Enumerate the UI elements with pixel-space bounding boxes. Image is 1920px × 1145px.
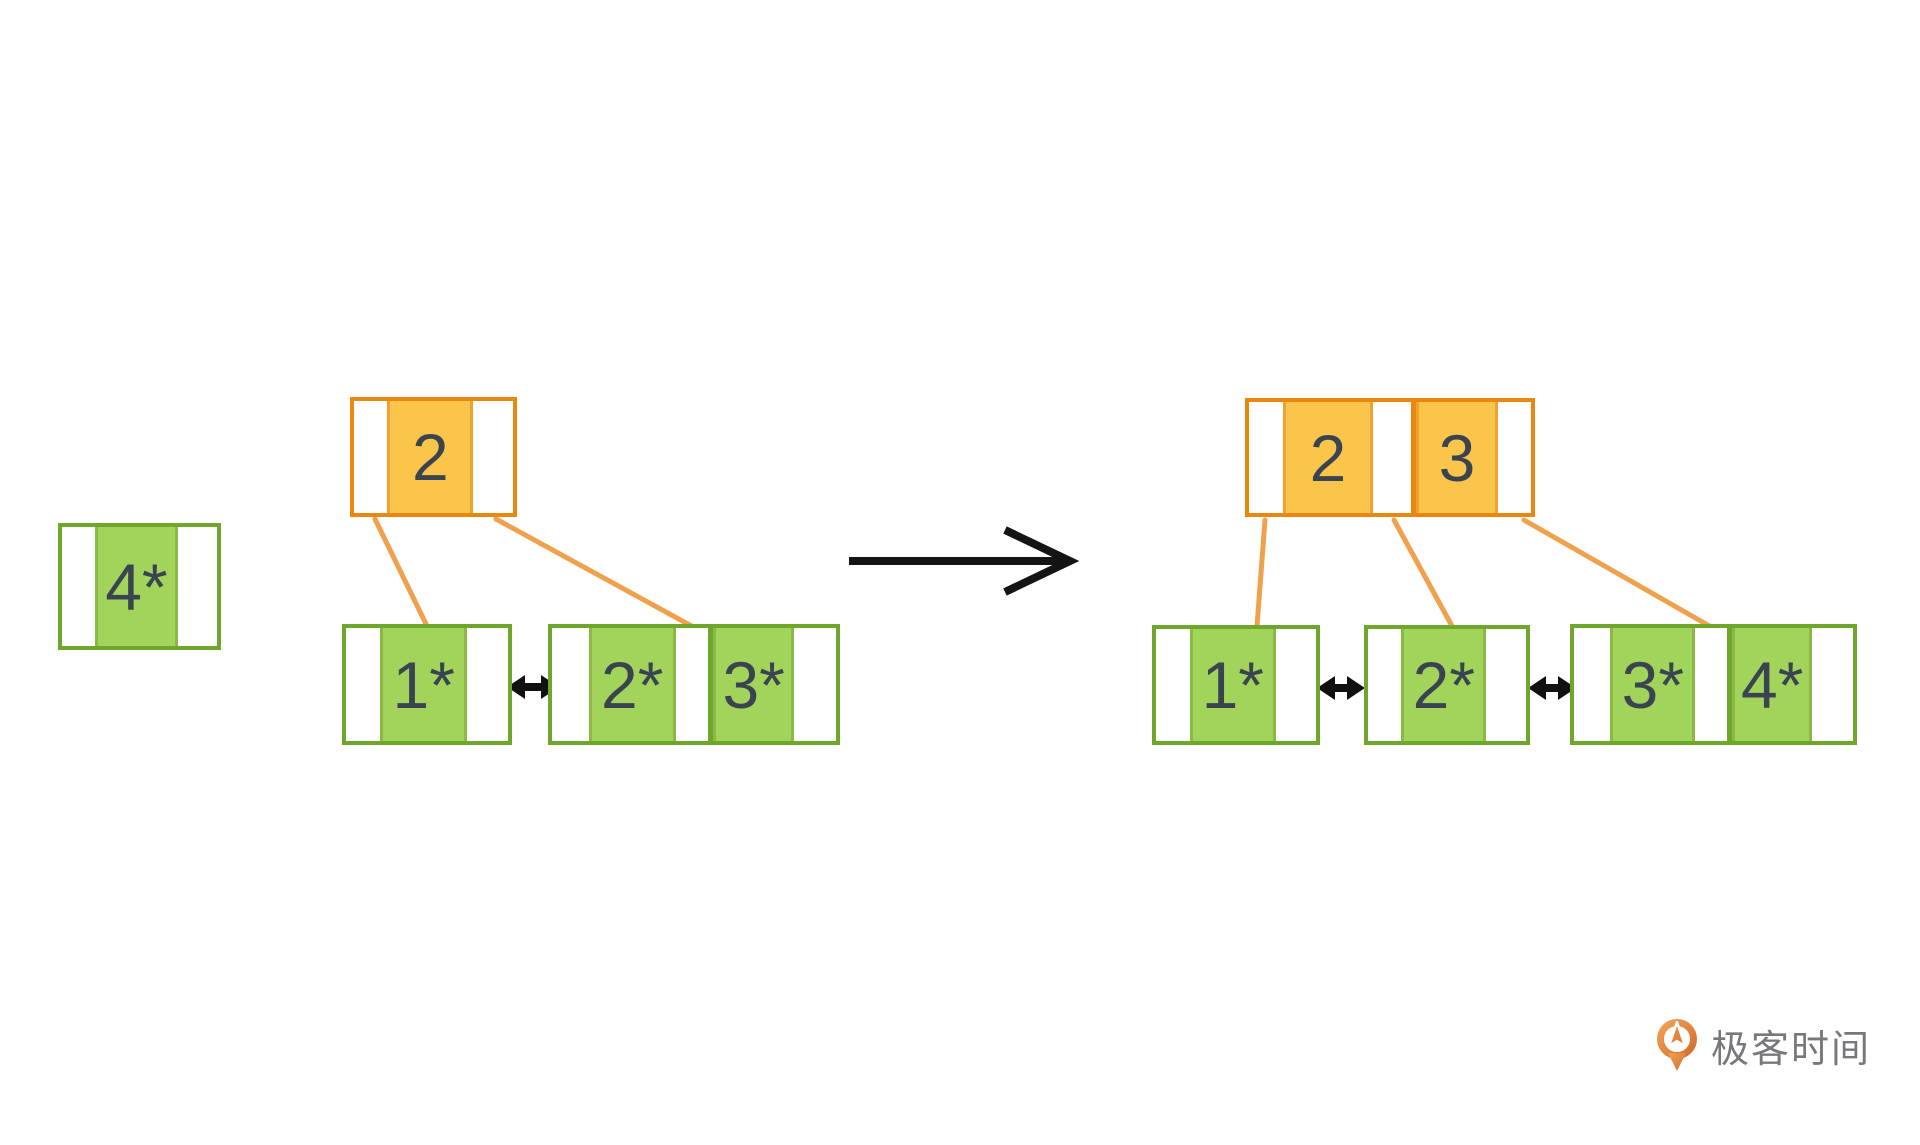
node-empty-slot [1695, 628, 1728, 741]
geektime-logo: 极客时间 [1652, 1014, 1871, 1076]
leaf-key-cell: 3* [1610, 628, 1696, 741]
node-divider [1727, 628, 1733, 741]
node-empty-slot [1249, 402, 1283, 513]
leaf-key-cell: 1* [1189, 629, 1276, 741]
after-leaf-link-arrow-2-icon [1528, 676, 1576, 700]
node-empty-slot [1497, 402, 1531, 513]
node-empty-slot [467, 628, 508, 741]
leaf-key-label: 3* [722, 647, 785, 722]
after-root-to-leaf2-connector [1391, 517, 1455, 629]
after-leaf-node-2: 2* [1364, 625, 1530, 745]
transition-arrow-icon [849, 526, 1080, 596]
leaf-key-label: 4* [1740, 647, 1804, 722]
node-empty-slot [62, 527, 95, 646]
leaf-key-cell: 4* [1732, 628, 1812, 741]
leaf-key-label: 2* [1412, 648, 1476, 722]
geektime-logo-text: 极客时间 [1711, 1028, 1872, 1071]
node-empty-slot [794, 628, 836, 741]
before-root-node: 2 [350, 397, 517, 517]
node-divider [1411, 402, 1417, 513]
node-empty-slot [552, 628, 589, 741]
node-empty-slot [354, 401, 388, 513]
node-empty-slot [178, 527, 217, 646]
node-empty-slot [1574, 628, 1611, 741]
leaf-key-cell: 2* [588, 628, 676, 741]
node-empty-slot [1368, 629, 1402, 741]
node-empty-slot [1811, 628, 1853, 741]
root-key-label: 3 [1438, 420, 1476, 495]
node-empty-slot [1486, 629, 1526, 741]
node-empty-slot [1373, 402, 1412, 513]
standalone-leaf-node: 4* [58, 523, 221, 650]
after-root-to-leafpair-connector [1521, 517, 1716, 631]
leaf-key-label: 2* [601, 647, 664, 722]
leaf-key-cell: 1* [380, 628, 468, 741]
leaf-key-cell: 2* [1401, 629, 1487, 741]
node-empty-slot [473, 401, 513, 513]
geektime-logo-icon [1657, 1019, 1697, 1071]
leaf-key-cell: 3* [713, 628, 795, 741]
before-root-to-leaf1-connector [372, 516, 430, 629]
before-root-to-leafpair-connector [493, 516, 700, 632]
root-key-cell: 2 [1282, 402, 1374, 513]
after-leaf-pair-node: 3* 4* [1570, 624, 1857, 745]
node-empty-slot [346, 628, 381, 741]
before-leaf-pair-node: 2* 3* [548, 624, 840, 745]
after-leaf-link-arrow-1-icon [1317, 676, 1365, 700]
node-empty-slot [1156, 629, 1190, 741]
node-empty-slot [1275, 629, 1316, 741]
root-key-cell: 3 [1416, 402, 1498, 513]
root-key-cell: 2 [387, 401, 474, 513]
root-key-label: 2 [1309, 420, 1347, 495]
after-root-node: 2 3 [1245, 398, 1535, 517]
leaf-key-label: 3* [1621, 647, 1684, 722]
leaf-key-label: 4* [105, 549, 168, 624]
after-leaf-node-1: 1* [1152, 625, 1320, 745]
node-empty-slot [675, 628, 709, 741]
node-divider [708, 628, 714, 741]
leaf-key-label: 1* [392, 647, 455, 722]
root-key-label: 2 [411, 420, 449, 494]
after-root-to-leaf1-connector [1254, 517, 1268, 629]
leaf-key-label: 1* [1201, 648, 1264, 722]
leaf-key-cell: 4* [94, 527, 179, 646]
before-leaf-node-1: 1* [342, 624, 512, 745]
